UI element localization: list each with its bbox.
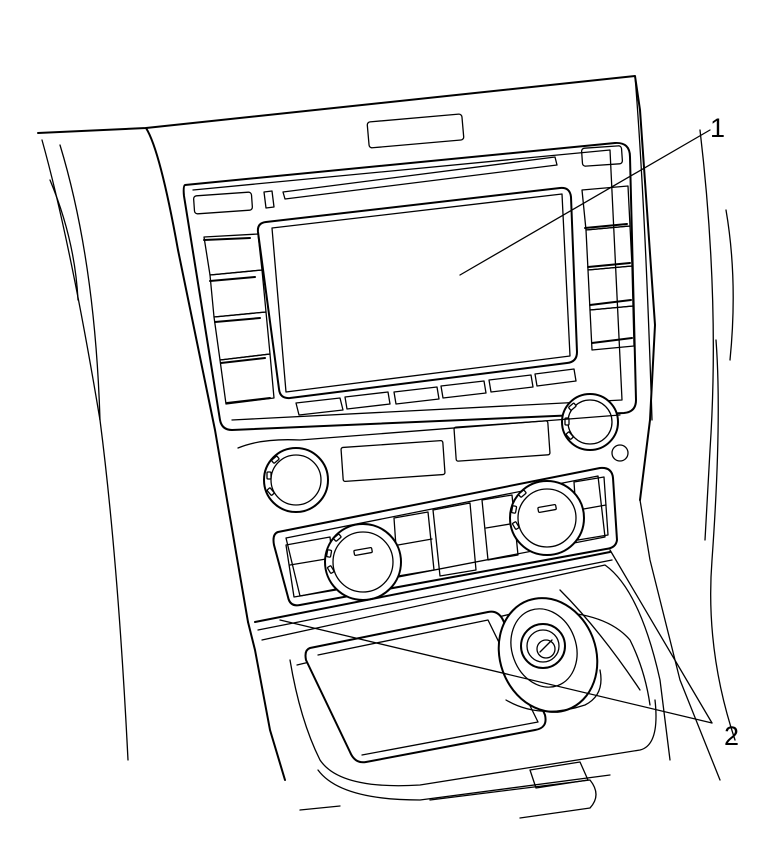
radio-bezel: [182, 141, 637, 431]
cd-slot: [263, 156, 558, 209]
dash-outline: [37, 75, 736, 781]
top-buttons: [192, 145, 624, 215]
hazard-button-housing: [366, 113, 465, 149]
right-buttons: [581, 185, 635, 351]
volume-knob: [263, 447, 329, 513]
lower-console: [261, 564, 671, 819]
power-outlet: [497, 597, 602, 713]
callout-2-label: 2: [724, 721, 739, 751]
hvac-upper-panel: [237, 414, 621, 483]
callout-1-label: 1: [710, 113, 725, 143]
left-temp-knob: [324, 523, 402, 601]
soft-keys: [295, 368, 577, 416]
left-buttons: [203, 233, 275, 405]
trim-plate-edge: [254, 551, 613, 631]
leader-lines: [279, 129, 713, 724]
tuning-knob: [561, 393, 629, 462]
right-temp-knob: [509, 480, 585, 556]
display-screen: [256, 186, 578, 400]
